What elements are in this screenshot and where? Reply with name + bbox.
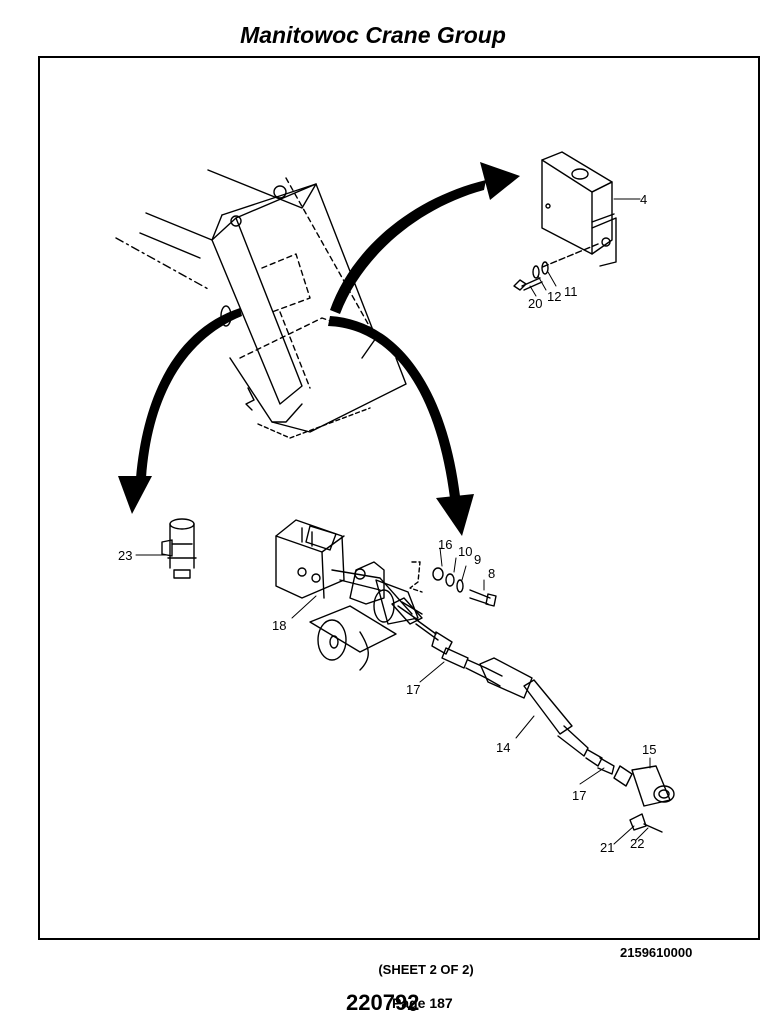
- callout-16: 16: [438, 537, 452, 552]
- callout-10: 10: [458, 544, 472, 559]
- pressure-switch: [161, 518, 197, 579]
- pointer-arrows: [118, 162, 520, 536]
- callout-11: 11: [564, 284, 578, 299]
- callout-9: 9: [474, 552, 481, 567]
- callout-8: 8: [488, 566, 495, 581]
- cylinder-fasteners: [432, 567, 497, 607]
- valve-fasteners: [513, 261, 549, 291]
- callout-23: 23: [118, 548, 132, 563]
- sheet-label: (SHEET 2 OF 2): [378, 962, 474, 977]
- callout-14: 14: [496, 740, 510, 755]
- parts-diagram: 4 20 12 11 23 16 10 9 8 18 17 14 15 17 2…: [40, 58, 758, 938]
- page-number: Page 187: [392, 995, 453, 1011]
- callout-15: 15: [642, 742, 656, 757]
- callout-20: 20: [528, 296, 542, 311]
- document-code: 220792: [346, 990, 420, 1015]
- callout-12: 12: [547, 289, 561, 304]
- callout-17b: 17: [572, 788, 586, 803]
- callout-21: 21: [600, 840, 614, 855]
- callout-labels: 4 20 12 11 23 16 10 9 8 18 17 14 15 17 2…: [118, 192, 656, 855]
- callout-22: 22: [630, 836, 644, 851]
- motor-assembly: [275, 519, 423, 671]
- callout-17a: 17: [406, 682, 420, 697]
- valve-block: [539, 151, 617, 269]
- callout-4: 4: [640, 192, 647, 207]
- frame-bracket-assembly: [115, 169, 407, 439]
- page-title: Manitowoc Crane Group: [240, 22, 506, 48]
- drawing-frame: [38, 56, 760, 940]
- cylinder-rod: [391, 597, 675, 833]
- leader-lines: [135, 198, 651, 845]
- drawing-part-number: 2159610000: [620, 945, 693, 960]
- callout-18: 18: [272, 618, 286, 633]
